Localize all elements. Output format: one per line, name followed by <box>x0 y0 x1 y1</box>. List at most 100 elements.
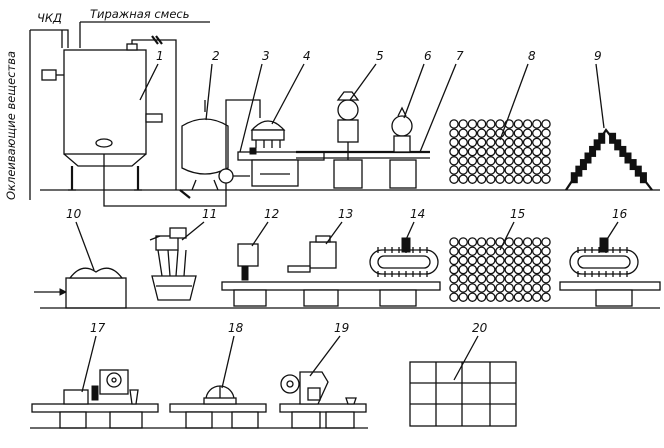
bottle-end <box>495 156 505 166</box>
bottle-end <box>522 146 533 157</box>
bottle-end <box>504 128 514 138</box>
bottle-end <box>513 174 524 184</box>
bottle-end <box>458 165 468 175</box>
bottle-end <box>504 264 514 275</box>
bottle-end <box>467 283 478 293</box>
rack-bottle <box>624 152 632 164</box>
bottle-end <box>532 237 542 247</box>
bottle-end <box>513 255 524 266</box>
bottle-end <box>449 283 459 293</box>
tirage-mixture-label: Тиражная смесь <box>90 7 190 21</box>
bottle-end <box>486 165 496 175</box>
foiler-18 <box>169 385 267 429</box>
bottle-end <box>504 237 514 247</box>
label-5: 5 <box>376 49 384 63</box>
bottle-end <box>467 274 478 284</box>
bottle-end <box>476 246 487 256</box>
packer-19 <box>279 371 367 429</box>
bottle-end <box>504 137 514 148</box>
bottle-end <box>541 237 551 247</box>
bottle-end <box>513 283 524 293</box>
bottle-end <box>495 165 505 175</box>
bottle-end <box>532 174 542 184</box>
pump-3 <box>218 99 261 184</box>
bottle-end <box>476 137 487 148</box>
label-4: 4 <box>303 49 311 63</box>
label-2: 2 <box>212 49 220 63</box>
label-20: 20 <box>472 321 488 335</box>
bottle-end <box>467 165 478 175</box>
bottle-end <box>449 255 459 266</box>
bottle-end <box>541 137 551 148</box>
label-17: 17 <box>90 321 106 335</box>
bottle-end <box>467 246 478 256</box>
filler-4 <box>237 120 325 187</box>
filter-2 <box>181 100 229 191</box>
bottle-end <box>458 292 468 302</box>
label-19: 19 <box>334 321 349 335</box>
bottle-end <box>449 246 459 256</box>
bottle-end <box>476 156 487 166</box>
bottle-pile-15 <box>449 237 551 302</box>
label-12: 12 <box>264 207 279 221</box>
bottle-end <box>513 137 524 148</box>
dosage-machine-12 <box>237 243 259 281</box>
label-3: 3 <box>262 49 270 63</box>
bottle-end <box>449 137 459 148</box>
bottle-end <box>449 156 459 166</box>
bottle-end <box>504 283 514 293</box>
bottle-end <box>541 119 551 129</box>
ckd-label: ЧКД <box>37 11 62 25</box>
bottle-end <box>458 264 468 275</box>
rack-bottle <box>598 132 606 144</box>
bottle-end <box>449 264 459 275</box>
bottle-end <box>486 274 496 284</box>
bottle-end <box>513 246 524 256</box>
bottle-end <box>513 274 524 284</box>
drain-line <box>103 154 227 207</box>
bottle-end <box>522 174 533 184</box>
bottle-end <box>467 137 478 148</box>
rack-bottle <box>609 132 617 144</box>
bottle-end <box>495 246 505 256</box>
row-1 <box>29 21 660 207</box>
bottle-end <box>449 128 459 138</box>
bottle-end <box>486 283 496 293</box>
bottle-end <box>532 137 542 148</box>
bottle-end <box>476 119 487 129</box>
bottle-end <box>495 119 505 129</box>
bottle-end <box>486 292 496 302</box>
bottle-end <box>541 246 551 256</box>
bottle-end <box>532 119 542 129</box>
ckd-feed-line <box>30 29 69 48</box>
bottle-end <box>458 255 468 266</box>
bottle-end <box>522 237 533 247</box>
bottle-end <box>449 274 459 284</box>
bottle-end <box>513 128 524 138</box>
rack-bottle <box>584 152 592 164</box>
bottle-end <box>532 146 542 157</box>
bottle-end <box>522 246 533 256</box>
bottle-end <box>458 246 468 256</box>
rack-bottle <box>614 139 622 151</box>
bottle-end <box>449 119 459 129</box>
bottle-end <box>532 165 542 175</box>
bottle-end <box>449 292 459 302</box>
bottle-end <box>495 274 505 284</box>
bottle-end <box>513 264 524 275</box>
bottle-end <box>504 255 514 266</box>
bottle-end <box>513 119 524 129</box>
bottle-end <box>495 292 505 302</box>
row-3 <box>30 361 517 429</box>
bottle-end <box>449 237 459 247</box>
label-6: 6 <box>424 49 432 63</box>
bottle-end <box>541 165 551 175</box>
bottle-end <box>449 174 459 184</box>
rack-bottle <box>619 145 627 157</box>
bottle-end <box>522 283 533 293</box>
rack-bottle <box>593 139 601 151</box>
bottle-end <box>532 283 542 293</box>
bottle-end <box>486 246 496 256</box>
corker-13 <box>287 235 337 273</box>
label-13: 13 <box>338 207 353 221</box>
